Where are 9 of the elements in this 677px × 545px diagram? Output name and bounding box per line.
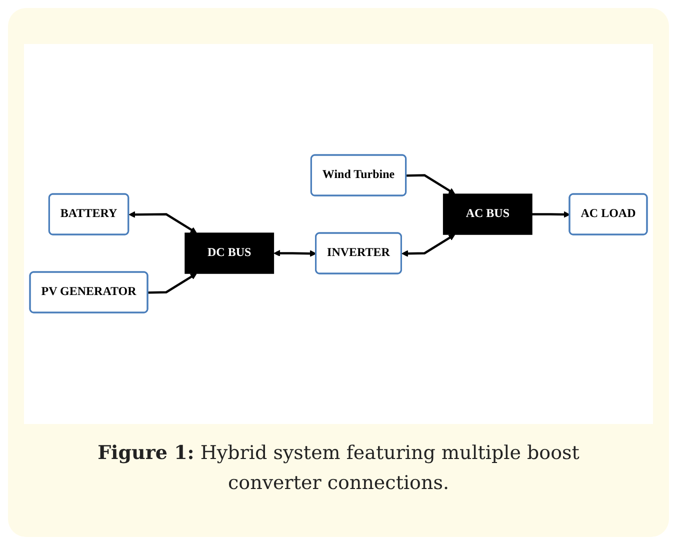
arrow — [128, 212, 197, 234]
node-box: DC BUS — [184, 232, 274, 274]
node-box: AC BUS — [442, 194, 532, 236]
arrow — [406, 174, 456, 195]
figure-caption: Figure 1: Hybrid system featuring multiple boost converter connections. — [96, 441, 580, 496]
arrow — [274, 250, 316, 258]
arrow — [402, 234, 456, 258]
arrow — [532, 211, 570, 218]
arrow — [148, 273, 197, 294]
